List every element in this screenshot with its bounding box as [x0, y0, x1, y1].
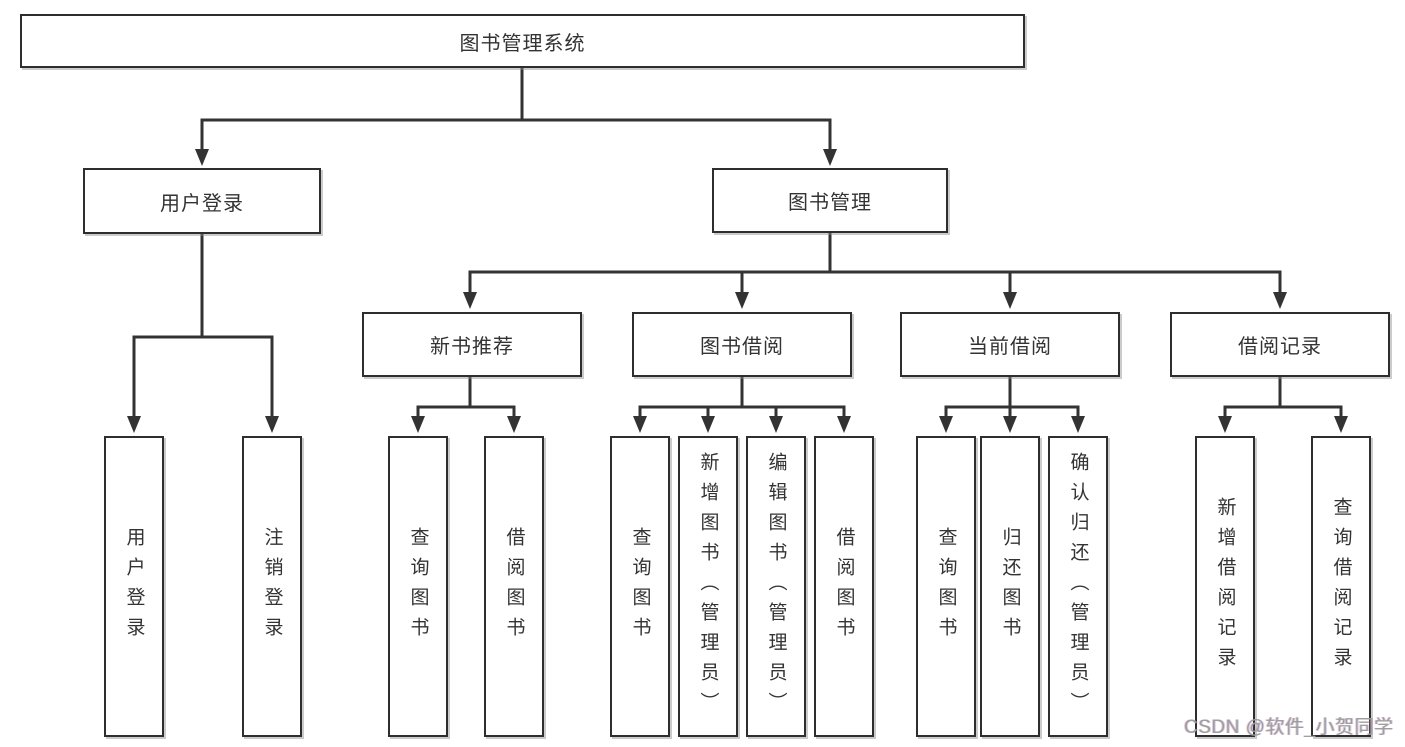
leaf-add-book-admin: 新增图书（管理员） — [678, 436, 738, 737]
arrow-down-icon — [265, 416, 279, 433]
node-book-management: 图书管理 — [712, 168, 948, 233]
connector-records-to-leaves — [1223, 377, 1343, 417]
leaf-borrow-books-recommend: 借阅图书 — [484, 436, 544, 737]
arrow-down-icon — [411, 416, 425, 433]
node-user-login: 用户登录 — [83, 168, 321, 234]
arrow-down-icon — [939, 416, 953, 433]
node-root-label: 图书管理系统 — [459, 32, 586, 55]
arrow-down-icon — [1071, 416, 1085, 433]
arrow-down-icon — [1334, 416, 1348, 433]
leaf-edit-book-admin-label: 编辑图书（管理员） — [765, 451, 787, 722]
node-borrow-records-label: 借阅记录 — [1238, 336, 1322, 358]
leaf-query-borrow-record: 查询借阅记录 — [1311, 436, 1371, 737]
leaf-confirm-return-admin-label: 确认归还（管理员） — [1067, 451, 1089, 722]
leaf-logout: 注销登录 — [242, 436, 302, 737]
leaf-query-books-recommend-label: 查询图书 — [407, 526, 429, 647]
leaf-add-book-admin-label: 新增图书（管理员） — [697, 451, 719, 722]
connector-root-to-level2 — [200, 67, 832, 151]
arrow-down-icon — [195, 149, 209, 166]
leaf-query-books-current-label: 查询图书 — [935, 526, 957, 647]
node-new-book-recommend: 新书推荐 — [362, 312, 582, 377]
csdn-watermark: CSDN @软件_小贺同学 — [1184, 717, 1394, 738]
arrow-down-icon — [769, 416, 783, 433]
connector-bookmgmt-to-level3 — [468, 233, 1282, 294]
node-book-management-label: 图书管理 — [788, 192, 872, 214]
leaf-query-books-borrow: 查询图书 — [610, 436, 670, 737]
leaf-return-book: 归还图书 — [980, 436, 1040, 737]
arrowhead-down-icons — [127, 149, 1348, 433]
arrow-down-icon — [127, 416, 141, 433]
arrow-down-icon — [837, 416, 851, 433]
leaf-logout-label: 注销登录 — [261, 526, 283, 647]
node-borrow-records: 借阅记录 — [1170, 312, 1390, 377]
leaf-add-borrow-record: 新增借阅记录 — [1195, 436, 1255, 737]
leaf-borrow-books-label: 借阅图书 — [833, 526, 855, 647]
node-current-borrow-label: 当前借阅 — [968, 336, 1052, 358]
connector-bookborrow-to-leaves — [638, 377, 846, 417]
connector-newbook-to-leaves — [416, 377, 516, 417]
node-book-borrow: 图书借阅 — [632, 312, 852, 377]
connector-paths — [132, 67, 1343, 417]
arrow-down-icon — [823, 149, 837, 166]
arrow-down-icon — [1273, 292, 1287, 309]
leaf-borrow-books-recommend-label: 借阅图书 — [503, 526, 525, 647]
leaf-edit-book-admin: 编辑图书（管理员） — [746, 436, 806, 737]
arrow-down-icon — [1003, 292, 1017, 309]
leaf-query-borrow-record-label: 查询借阅记录 — [1330, 496, 1352, 677]
node-book-borrow-label: 图书借阅 — [700, 336, 784, 358]
arrow-down-icon — [735, 292, 749, 309]
leaf-borrow-books: 借阅图书 — [814, 436, 874, 737]
leaf-user-login: 用户登录 — [104, 436, 164, 737]
leaf-query-books-current: 查询图书 — [916, 436, 976, 737]
node-user-login-label: 用户登录 — [160, 192, 244, 215]
leaf-user-login-label: 用户登录 — [123, 526, 145, 647]
leaf-query-books-recommend: 查询图书 — [388, 436, 448, 737]
node-root: 图书管理系统 — [20, 14, 1025, 68]
arrow-down-icon — [1218, 416, 1232, 433]
arrow-down-icon — [507, 416, 521, 433]
leaf-query-books-borrow-label: 查询图书 — [629, 526, 651, 647]
node-new-book-recommend-label: 新书推荐 — [430, 336, 514, 358]
arrow-down-icon — [633, 416, 647, 433]
arrow-down-icon — [463, 292, 477, 309]
leaf-add-borrow-record-label: 新增借阅记录 — [1214, 496, 1236, 677]
leaf-confirm-return-admin: 确认归还（管理员） — [1048, 436, 1108, 737]
connector-currentborrow-to-leaves — [944, 377, 1080, 417]
leaf-return-book-label: 归还图书 — [999, 526, 1021, 647]
arrow-down-icon — [1003, 416, 1017, 433]
arrow-down-icon — [701, 416, 715, 433]
connector-userlogin-to-leaves — [132, 234, 274, 417]
node-current-borrow: 当前借阅 — [900, 312, 1120, 377]
